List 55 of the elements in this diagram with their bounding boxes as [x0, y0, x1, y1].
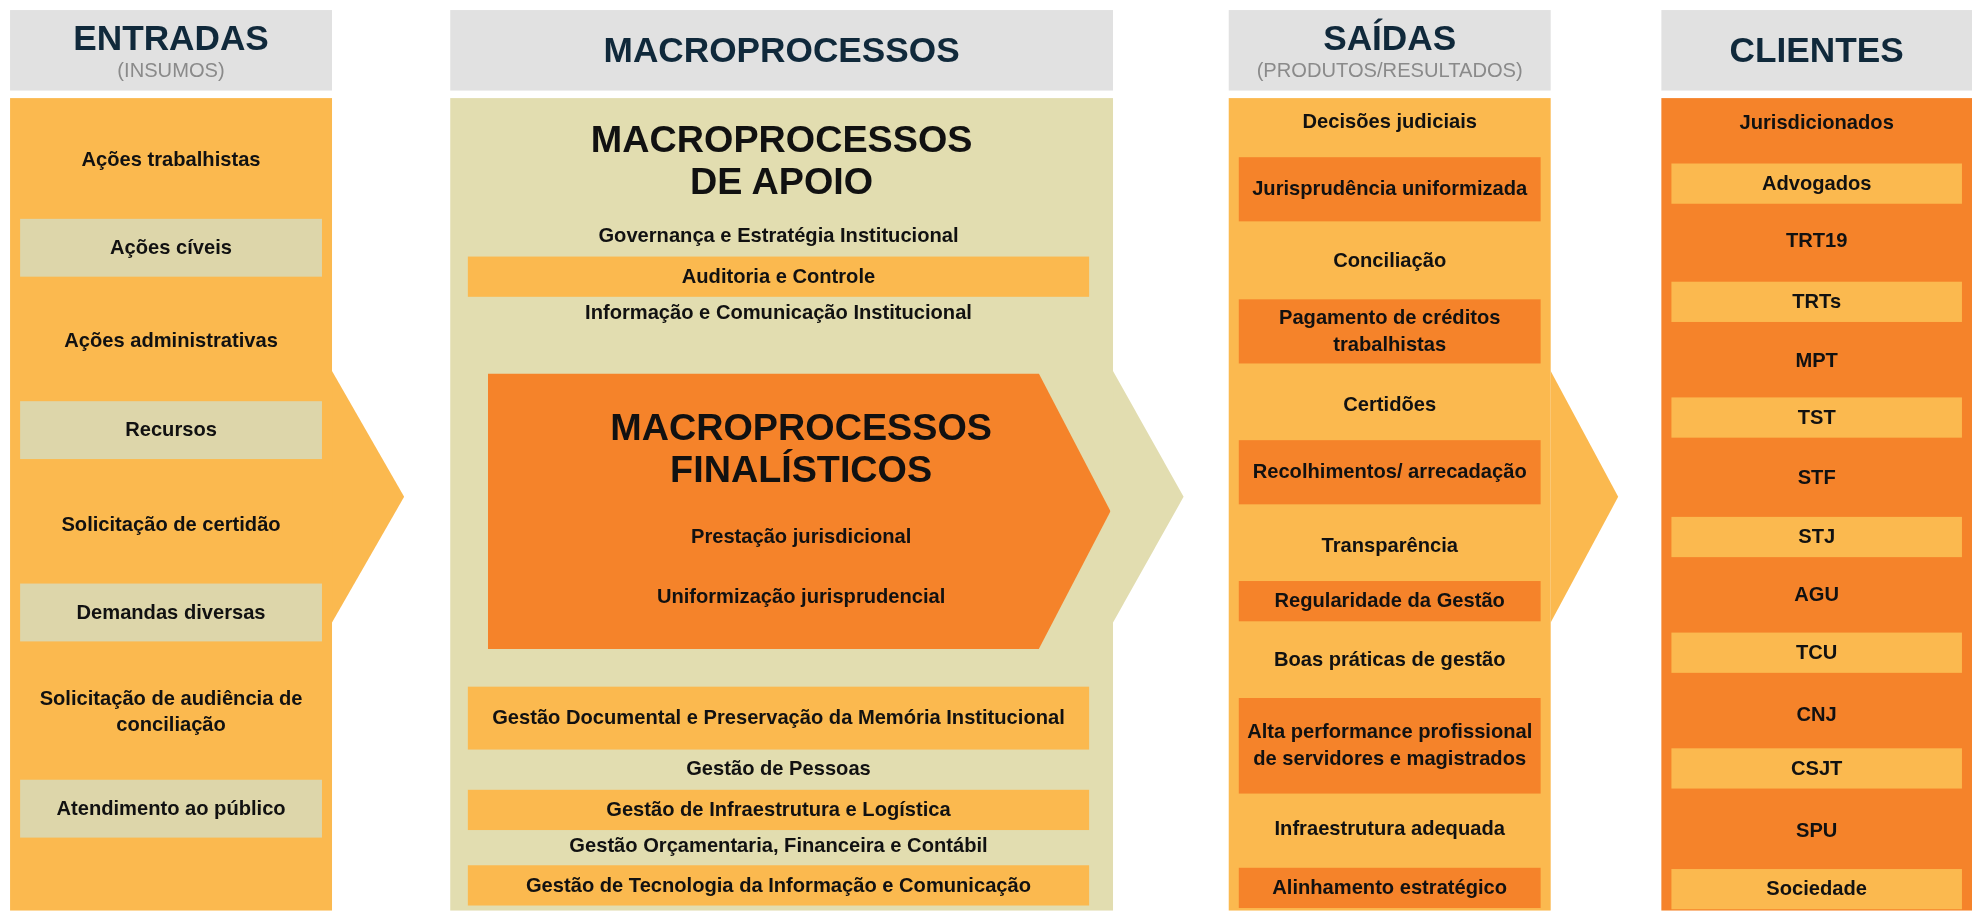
client-item: Jurisdicionados: [1739, 110, 1894, 137]
client-item: TST: [1671, 397, 1962, 438]
output-item: Alinhamento estratégico: [1238, 867, 1541, 909]
client-item: STJ: [1671, 516, 1962, 558]
client-item: TCU: [1671, 632, 1962, 673]
input-item: Atendimento ao público: [20, 779, 322, 838]
process-item: Governança e Estratégia Institucional: [598, 223, 959, 250]
column-title: CLIENTES: [1729, 30, 1904, 70]
column-title: ENTRADAS: [73, 19, 269, 59]
input-item: Ações administrativas: [64, 327, 278, 354]
input-item: Demandas diversas: [20, 583, 322, 642]
output-item: Boas práticas de gestão: [1273, 647, 1506, 674]
column-subtitle: (INSUMOS): [117, 58, 225, 81]
column-title: SAÍDAS: [1323, 19, 1457, 59]
client-item: Sociedade: [1671, 869, 1962, 910]
input-item: Ações trabalhistas: [81, 146, 261, 173]
client-item: CSJT: [1671, 748, 1962, 789]
output-item: Conciliação: [1333, 248, 1447, 275]
process-item: Prestação jurisdicional: [690, 524, 912, 549]
client-item: TRTs: [1671, 281, 1962, 322]
client-item: TRT19: [1785, 228, 1848, 255]
chevron-arrow: [332, 371, 405, 623]
input-item: Solicitação de certidão: [61, 512, 281, 539]
output-item: Recolhimentos/ arrecadação: [1238, 440, 1541, 505]
output-item: Alta performance profissional de servidores e magistrados: [1238, 698, 1541, 794]
process-item: Uniformização jurisprudencial: [656, 584, 946, 609]
process-item: Auditoria e Controle: [467, 256, 1090, 297]
column-title: MACROPROCESSOS: [603, 30, 960, 70]
process-item: Gestão Orçamentaria, Financeira e Contábil: [569, 833, 988, 860]
process-item: Gestão de Pessoas: [686, 756, 871, 783]
input-item: Ações cíveis: [20, 218, 322, 277]
client-item: MPT: [1795, 347, 1838, 374]
input-item: Recursos: [20, 401, 322, 460]
process-item: Gestão Documental e Preservação da Memória Institucional: [467, 686, 1090, 750]
output-item: Jurisprudência uniformizada: [1238, 157, 1541, 222]
section-heading: MACROPROCESSOS DE APOIO: [589, 118, 974, 202]
client-item: AGU: [1794, 581, 1840, 608]
output-item: Regularidade da Gestão: [1238, 581, 1541, 622]
chevron-arrow: [1113, 371, 1184, 623]
column-subtitle: (PRODUTOS/RESULTADOS): [1256, 58, 1523, 81]
output-item: Decisões judiciais: [1302, 108, 1477, 136]
process-item: Gestão de Infraestrutura e Logística: [467, 789, 1090, 831]
client-item: STF: [1797, 464, 1836, 491]
process-item: Informação e Comunicação Institucional: [585, 300, 972, 327]
output-item: Infraestrutura adequada: [1274, 815, 1505, 842]
process-item: Gestão de Tecnologia da Informação e Comunicação: [467, 865, 1090, 906]
chevron-arrow: [1550, 371, 1619, 623]
output-item: Transparência: [1321, 532, 1458, 559]
input-item: Solicitação de audiência de conciliação: [26, 685, 316, 738]
client-item: Advogados: [1671, 163, 1962, 204]
output-item: Certidões: [1343, 391, 1437, 419]
client-item: SPU: [1796, 818, 1838, 845]
section-heading: MACROPROCESSOS FINALÍSTICOS: [609, 406, 993, 490]
client-item: CNJ: [1796, 702, 1837, 729]
output-item: Pagamento de créditos trabalhistas: [1238, 299, 1541, 364]
